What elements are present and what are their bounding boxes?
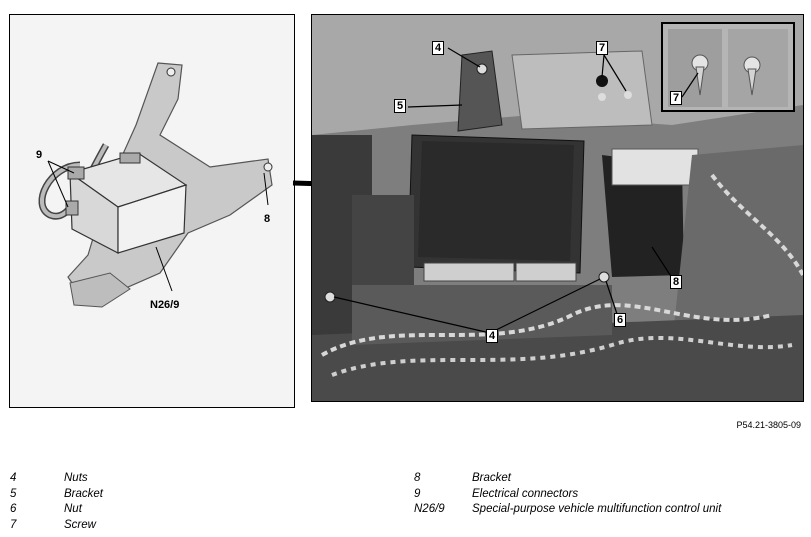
installation-photo: 4 7 5 8 6 4 7	[311, 14, 804, 402]
legend-number: 9	[414, 487, 421, 500]
callout-6: 6	[614, 313, 627, 327]
control-unit-drawing: 9 8 N26/9	[9, 14, 295, 408]
callout-9: 9	[36, 149, 43, 161]
legend-number: 4	[10, 472, 17, 484]
legend-item: N26/9 Special-purpose vehicle multifunct…	[414, 502, 721, 518]
legend-item: 9 Electrical connectors	[414, 487, 721, 503]
legend-item: 7 Screw	[10, 518, 103, 534]
legend-item: 6 Nut	[10, 502, 103, 518]
legend-text: Nuts	[64, 472, 88, 484]
callout-5: 5	[394, 99, 407, 113]
control-unit-illustration	[38, 62, 273, 308]
legend-text: Bracket	[64, 487, 103, 500]
callout-4-top: 4	[432, 41, 445, 55]
legend-right: 8 Bracket 9 Electrical connectors N26/9 …	[414, 471, 721, 518]
legend-text: Screw	[64, 518, 96, 531]
callout-8-right: 8	[670, 275, 683, 289]
legend-text: Special-purpose vehicle multifunction co…	[472, 503, 722, 515]
callout-7: 7	[596, 41, 609, 55]
figure-code: P54.21-3805-09	[736, 420, 801, 430]
legend-number: 8	[414, 472, 421, 484]
legend-number: 5	[10, 487, 17, 500]
legend-left: 4 Nuts 5 Bracket 6 Nut 7 Screw	[10, 471, 103, 533]
legend-text: Electrical connectors	[472, 487, 579, 500]
legend-text: Nut	[64, 503, 82, 515]
legend-number: N26/9	[414, 503, 445, 515]
callout-4-bottom: 4	[486, 329, 499, 343]
legend-item: 8 Bracket	[414, 471, 721, 487]
legend-text: Bracket	[472, 472, 511, 484]
callout-7-inset: 7	[670, 91, 683, 105]
legend-number: 7	[10, 518, 17, 531]
legend-item: 4 Nuts	[10, 471, 103, 487]
legend-item: 5 Bracket	[10, 487, 103, 503]
callout-8: 8	[264, 213, 271, 225]
installation-photo-illustration	[312, 15, 803, 401]
callout-n26-9: N26/9	[150, 299, 180, 311]
legend-number: 6	[10, 503, 17, 515]
